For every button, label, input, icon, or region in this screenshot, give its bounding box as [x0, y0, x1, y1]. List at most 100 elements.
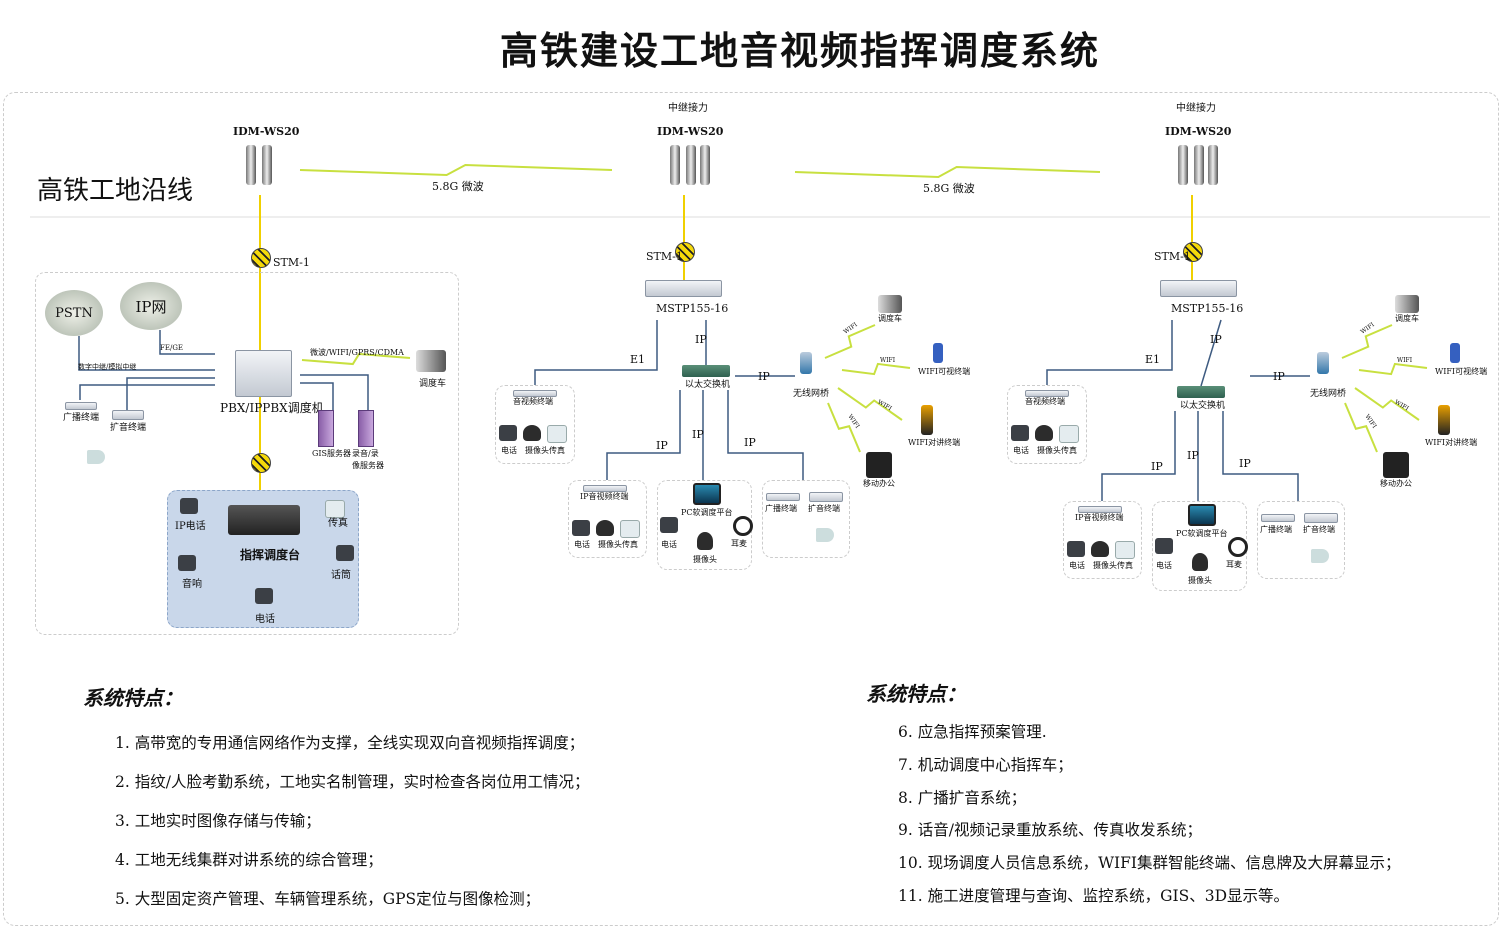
ethernet-switch — [1177, 386, 1225, 398]
av-terminal-device — [513, 390, 557, 397]
camera-icon — [523, 425, 541, 441]
antenna-model-label: IDM-WS20 — [233, 125, 300, 138]
broadcast-label: 广播终端 — [765, 504, 797, 513]
ip-label: IP — [1273, 370, 1285, 383]
mic-icon — [336, 545, 354, 561]
wifi-label: WIFI — [1397, 357, 1413, 364]
wifi-video-terminal-icon — [1450, 343, 1460, 363]
wireless-link — [1344, 402, 1378, 453]
phone-label: 电话 — [1013, 446, 1029, 455]
mobile-office-label: 移动办公 — [863, 479, 895, 488]
av-terminal-device — [1025, 390, 1069, 397]
pstn-cloud: PSTN — [45, 290, 103, 336]
microwave-antenna-icon — [246, 145, 256, 185]
ip-label: IP — [1239, 457, 1251, 470]
link-line — [1222, 411, 1299, 501]
fax-label: 传真 — [328, 518, 348, 529]
switch-label: 以太交换机 — [1180, 401, 1226, 411]
wireless-link — [1354, 387, 1420, 421]
mobile-office-label: 移动办公 — [1380, 479, 1412, 488]
broadcast-label: 广播终端 — [63, 413, 100, 423]
link-line — [534, 320, 658, 385]
headset-label: 耳麦 — [731, 539, 747, 548]
bridge-label: 无线网桥 — [793, 389, 830, 399]
ip-av-terminal-device — [583, 485, 627, 492]
camera-label: 摄像头 — [525, 446, 549, 455]
fax-label: 传真 — [1117, 561, 1133, 570]
link-line — [300, 374, 369, 410]
stm-label: STM-1 — [1154, 250, 1191, 263]
loudspeaker-icon — [87, 450, 105, 464]
microwave-antenna-icon — [686, 145, 696, 185]
av-terminal-label: 音视频终端 — [513, 397, 553, 406]
pc-monitor-icon — [693, 483, 721, 505]
microwave-link — [794, 165, 1101, 179]
mstp-label: MSTP155-16 — [656, 302, 729, 315]
wifi-video-terminal-icon — [933, 343, 943, 363]
phone-icon — [660, 517, 678, 533]
microwave-antenna-icon — [262, 145, 272, 185]
microwave-antenna-icon — [700, 145, 710, 185]
switch-label: 以太交换机 — [685, 380, 731, 390]
truck-label: 调度车 — [878, 314, 902, 323]
wifi-video-label: WIFI可视终端 — [918, 367, 971, 376]
stm-label: STM-1 — [273, 256, 310, 269]
camera-label: 摄像头 — [1093, 561, 1117, 570]
ip-av-terminal-group — [1063, 501, 1142, 579]
recorder-label: 像服务器 — [352, 461, 384, 470]
feature-item: 10. 现场调度人员信息系统，WIFI集群智能终端、信息牌及大屏幕显示； — [898, 854, 1401, 873]
amplifier-label: 扩音终端 — [110, 423, 147, 433]
ip-av-terminal-label: IP音视频终端 — [1075, 513, 1124, 522]
bridge-label: 无线网桥 — [1310, 389, 1347, 399]
link-line — [1046, 320, 1173, 385]
amplifier-label: 扩音终端 — [808, 504, 840, 513]
wireless-link — [301, 352, 411, 366]
phone-label: 电话 — [574, 540, 590, 549]
fiber-junction-icon — [251, 453, 271, 473]
link-line — [727, 390, 804, 480]
amplifier-label: 扩音终端 — [1303, 525, 1335, 534]
fiber-junction-icon — [251, 248, 271, 268]
wireless-link — [827, 402, 861, 453]
ip-label: IP — [1210, 333, 1222, 346]
link-line — [1200, 319, 1222, 387]
phone-icon — [1067, 541, 1085, 557]
av-terminal-group — [1007, 385, 1087, 464]
gis-label: GIS服务器 — [312, 449, 352, 458]
link-line — [126, 377, 215, 410]
feature-item: 6. 应急指挥预案管理. — [898, 723, 1047, 741]
fax-icon — [325, 500, 345, 518]
truck-icon — [416, 350, 446, 372]
feature-item: 8. 广播扩音系统； — [898, 788, 1027, 807]
relay-label: 中继接力 — [668, 103, 708, 114]
stm-label: STM-1 — [646, 250, 683, 263]
truck-label: 调度车 — [419, 379, 447, 389]
mstp-label: MSTP155-16 — [1171, 302, 1244, 315]
ip-network-cloud: IP网 — [120, 282, 182, 330]
wifi-label: WIFI — [880, 357, 896, 364]
ip-av-terminal-device — [1078, 506, 1122, 513]
wifi-talk-label: WIFI对讲终端 — [908, 438, 961, 447]
loudspeaker-icon — [1311, 549, 1329, 563]
camera-label: 摄像头 — [598, 540, 622, 549]
rail-label: 高铁工地沿线 — [37, 176, 194, 206]
broadcast-device — [766, 493, 800, 501]
camera-icon — [697, 532, 713, 550]
ip-label: IP — [744, 436, 756, 449]
fax-icon — [547, 425, 567, 443]
headset-icon — [733, 516, 753, 536]
link-line — [78, 336, 215, 371]
ip-label: IP — [656, 439, 668, 452]
laptop-icon — [866, 452, 892, 478]
mstp-device — [645, 280, 722, 297]
mstp-device — [1160, 280, 1237, 297]
ip-label: IP — [758, 370, 770, 383]
relay-label: 中继接力 — [1176, 103, 1216, 114]
microwave-antenna-icon — [1178, 145, 1188, 185]
amplifier-device — [112, 410, 144, 420]
camera-icon — [1035, 425, 1053, 441]
ip-av-terminal-label: IP音视频终端 — [580, 492, 629, 501]
e1-label: E1 — [630, 353, 646, 366]
camera-icon — [1192, 553, 1208, 571]
wireless-label: 微波/WIFI/GPRS/CDMA — [310, 348, 404, 357]
